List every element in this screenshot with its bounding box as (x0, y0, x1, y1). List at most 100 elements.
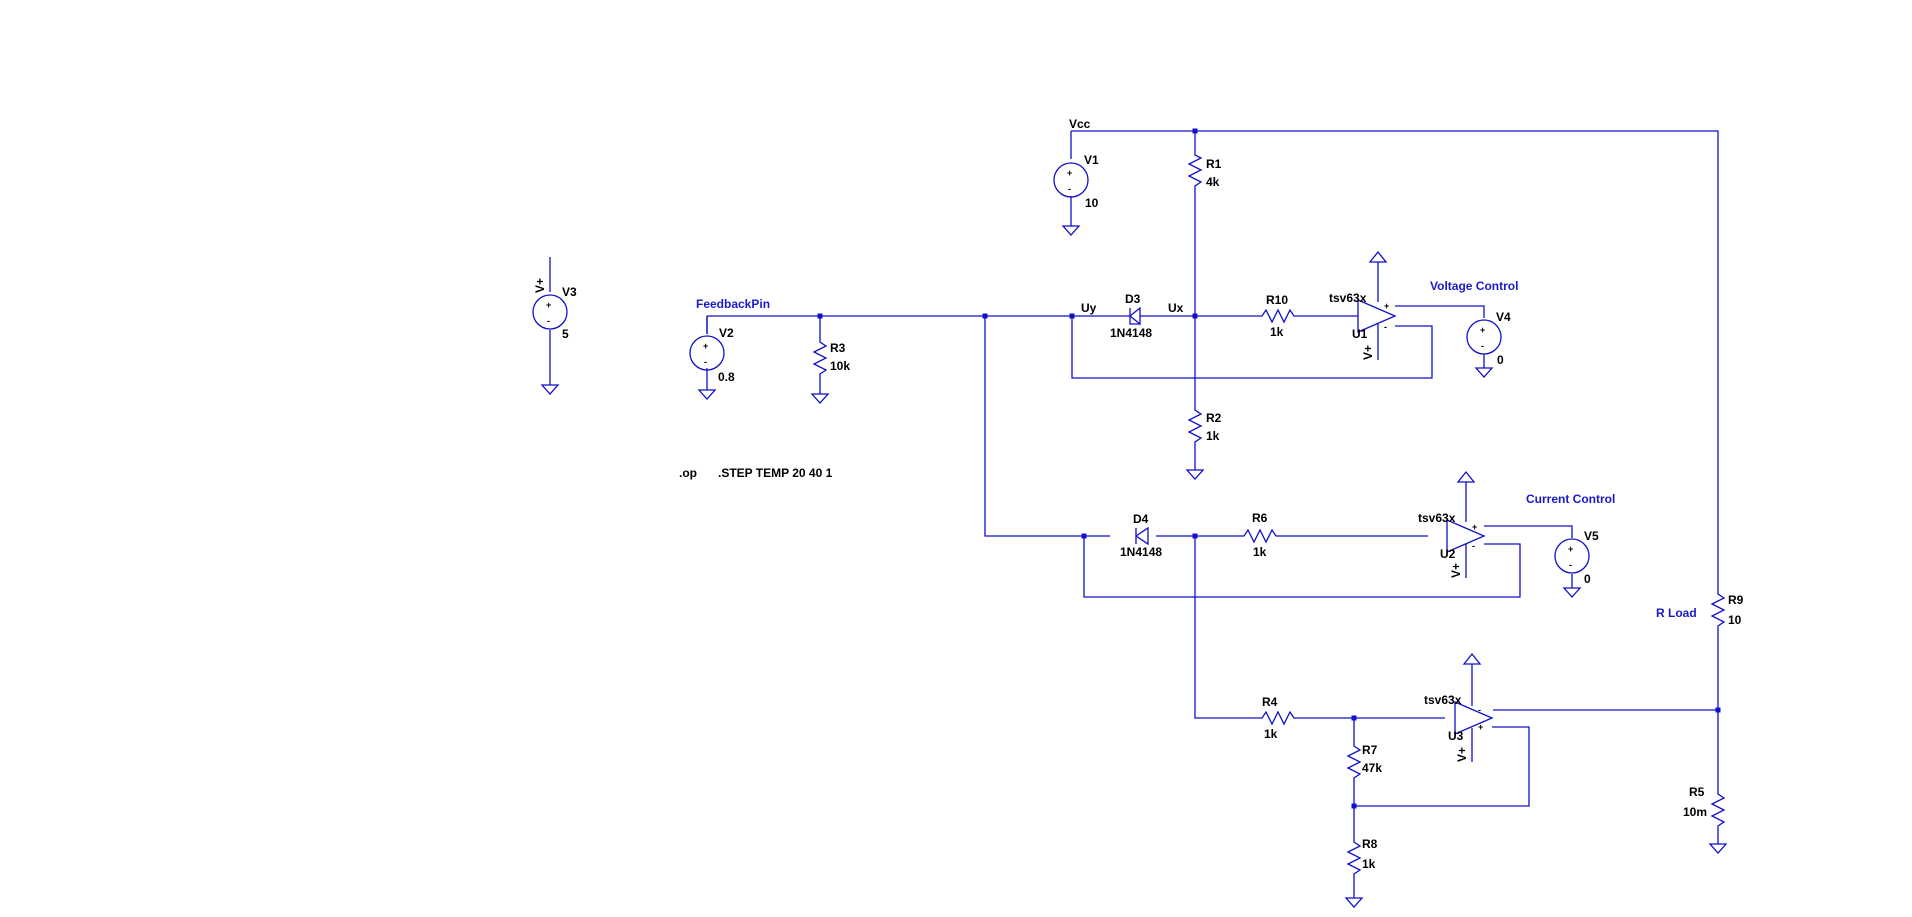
voltage-source-v1[interactable]: + - V1 10 (1053, 153, 1099, 236)
v5-minus: - (1569, 560, 1572, 570)
r9-value: 10 (1728, 613, 1742, 627)
r7-value: 47k (1362, 761, 1382, 775)
junction-dot (1081, 533, 1087, 539)
v1-ref: V1 (1084, 153, 1099, 167)
r3-ref: R3 (830, 341, 846, 355)
v4-plus: + (1480, 325, 1485, 335)
u1-plus: + (1384, 301, 1389, 311)
v4-minus: - (1481, 341, 1484, 351)
r9-ref: R9 (1728, 593, 1744, 607)
supply-arrow-icon (1462, 652, 1482, 665)
junction-dot (1715, 707, 1721, 713)
r1-value: 4k (1206, 175, 1220, 189)
supply-arrow-icon (1456, 470, 1476, 483)
r1-ref: R1 (1206, 157, 1222, 171)
net-label-feedbackpin: FeedbackPin (696, 297, 770, 311)
junction-dot (1192, 533, 1198, 539)
r8-ref: R8 (1362, 837, 1378, 851)
u1-supply-label: V+ (1361, 345, 1375, 360)
d3-value: 1N4148 (1110, 326, 1152, 340)
d3-ref: D3 (1125, 292, 1141, 306)
resistor-r3[interactable]: R3 10k (812, 336, 850, 378)
voltage-source-v2[interactable]: + - V2 0.8 (689, 326, 735, 400)
resistor-r6[interactable]: R6 1k (1236, 511, 1279, 559)
v3-value: 5 (562, 327, 569, 341)
opamp-u1[interactable]: + - tsv63x U1 V+ (1329, 250, 1397, 360)
v5-ref: V5 (1584, 529, 1599, 543)
net-label-ux: Ux (1168, 301, 1184, 315)
v3-supply-label: V+ (533, 278, 547, 293)
voltage-source-v5[interactable]: + - V5 0 (1554, 529, 1599, 598)
r6-ref: R6 (1252, 511, 1268, 525)
v2-minus: - (704, 357, 707, 367)
junction-dot (1351, 715, 1357, 721)
r5-value: 10m (1683, 805, 1707, 819)
v1-minus: - (1068, 184, 1071, 194)
u1-minus: - (1384, 322, 1387, 332)
spice-directive-step[interactable]: .STEP TEMP 20 40 1 (718, 466, 833, 480)
d4-value: 1N4148 (1120, 545, 1162, 559)
ground-icon (1344, 897, 1364, 908)
v3-minus: - (547, 316, 550, 326)
resistor-r5[interactable]: R5 10m (1683, 785, 1726, 828)
r6-value: 1k (1253, 545, 1267, 559)
u2-ref: U2 (1440, 547, 1456, 561)
resistor-r9[interactable]: R9 10 (1710, 588, 1744, 630)
junction-dot (1192, 128, 1198, 134)
net-label-uy: Uy (1081, 301, 1097, 315)
spice-directive-op[interactable]: .op (679, 466, 697, 480)
annotation-voltage-control: Voltage Control (1430, 279, 1518, 293)
v3-ref: V3 (562, 285, 577, 299)
v1-plus: + (1067, 168, 1072, 178)
r4-value: 1k (1264, 727, 1278, 741)
v3-plus: + (546, 300, 551, 310)
junction-dot (817, 313, 823, 319)
annotation-r-load: R Load (1656, 606, 1697, 620)
opamp-u3[interactable]: - + tsv63x U3 V+ (1424, 652, 1494, 762)
opamp-u2[interactable]: + - tsv63x U2 V+ (1418, 470, 1486, 578)
ground-icon (1708, 843, 1728, 854)
net-label-vcc: Vcc (1069, 117, 1091, 131)
resistor-r4[interactable]: R4 1k (1258, 695, 1297, 741)
v2-ref: V2 (719, 326, 734, 340)
diode-d3[interactable]: D3 1N4148 (1095, 292, 1152, 340)
d4-ref: D4 (1133, 512, 1149, 526)
u3-minus: - (1478, 705, 1481, 715)
u3-ref: U3 (1448, 729, 1464, 743)
r3-value: 10k (830, 359, 850, 373)
r10-ref: R10 (1266, 293, 1288, 307)
resistor-r8[interactable]: R8 1k (1346, 836, 1378, 876)
r7-ref: R7 (1362, 743, 1378, 757)
junction-dot (982, 313, 988, 319)
v2-value: 0.8 (718, 370, 735, 384)
supply-arrow-icon (1368, 250, 1388, 263)
r10-value: 1k (1270, 325, 1284, 339)
v4-ref: V4 (1496, 310, 1511, 324)
u2-minus: - (1472, 541, 1475, 551)
v5-plus: + (1568, 544, 1573, 554)
u3-plus: + (1478, 722, 1483, 732)
ground-icon (810, 393, 830, 404)
resistor-r7[interactable]: R7 47k (1346, 740, 1382, 780)
u3-value: tsv63x (1424, 693, 1462, 707)
u2-supply-label: V+ (1449, 563, 1463, 578)
resistor-r1[interactable]: R1 4k (1187, 150, 1222, 192)
wires (549, 130, 1719, 898)
resistor-r2[interactable]: R2 1k (1187, 404, 1222, 452)
u3-supply-label: V+ (1455, 747, 1469, 762)
junction-dot (1069, 313, 1075, 319)
r2-value: 1k (1206, 429, 1220, 443)
v5-value: 0 (1584, 572, 1591, 586)
ground-icon (1185, 469, 1205, 480)
v2-plus: + (703, 341, 708, 351)
u1-ref: U1 (1352, 327, 1368, 341)
resistor-r10[interactable]: R10 1k (1257, 293, 1297, 339)
voltage-source-v3[interactable]: + - V3 5 V+ (532, 278, 577, 395)
r8-value: 1k (1362, 857, 1376, 871)
junction-dot (1351, 803, 1357, 809)
ground-symbols (810, 393, 1728, 908)
diode-d4[interactable]: D4 1N4148 (1120, 512, 1162, 559)
u2-value: tsv63x (1418, 511, 1456, 525)
voltage-source-v4[interactable]: + - V4 0 (1466, 310, 1511, 378)
